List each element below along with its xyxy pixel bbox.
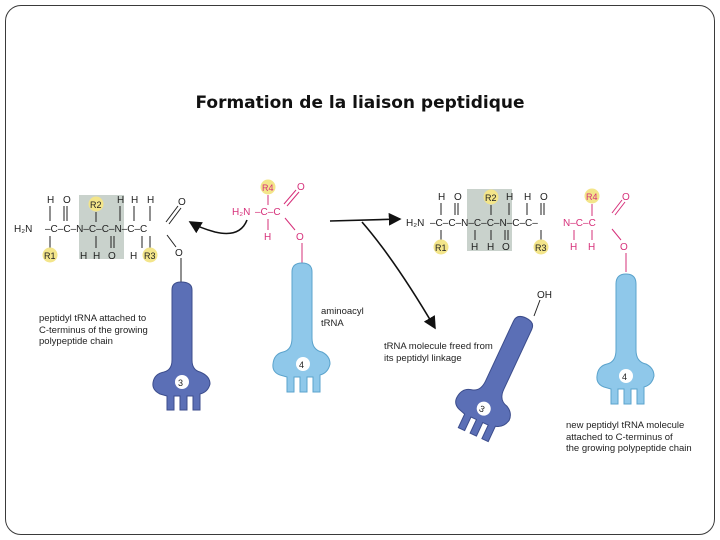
mid-h2n: H₂N: [232, 207, 250, 218]
left-trna: 3: [152, 281, 211, 411]
right-r2-label: R2: [485, 193, 497, 203]
freed-trna-number: 3: [478, 403, 487, 414]
left-h2n: H₂N: [14, 224, 32, 235]
caption-new-peptidyl: new peptidyl tRNA molecule attached to C…: [566, 420, 692, 454]
svg-text:H: H: [130, 251, 137, 262]
mid-r4-label: R4: [262, 183, 274, 193]
svg-text:O: O: [622, 192, 630, 203]
release-arrow: [361, 221, 436, 330]
transfer-arrow: [188, 219, 248, 235]
freed-oh-label: OH: [537, 290, 552, 301]
svg-text:H: H: [487, 242, 494, 253]
svg-text:N–C–C: N–C–C: [563, 218, 596, 229]
right-r1-label: R1: [435, 243, 447, 253]
svg-text:H: H: [47, 195, 54, 206]
svg-text:H: H: [471, 242, 478, 253]
new-peptidyl-trna: 4: [596, 273, 655, 405]
left-r3-label: R3: [144, 251, 156, 261]
svg-text:O: O: [540, 192, 548, 203]
page-title: Formation de la liaison peptidique: [195, 93, 525, 113]
svg-text:H: H: [524, 192, 531, 203]
svg-text:H: H: [264, 232, 271, 243]
slide-frame: [5, 5, 715, 535]
caption-freed: tRNA molecule freed from its peptidyl li…: [384, 341, 493, 364]
svg-text:O: O: [178, 197, 186, 208]
right-r3-label: R3: [535, 243, 547, 253]
reaction-arrow: [329, 212, 402, 226]
svg-text:O: O: [454, 192, 462, 203]
svg-text:H: H: [93, 251, 100, 262]
aminoacyl-trna: 4: [272, 262, 331, 393]
right-h2n: H₂N: [406, 218, 424, 229]
svg-text:H: H: [80, 251, 87, 262]
svg-text:O: O: [108, 251, 116, 262]
svg-text:H: H: [438, 192, 445, 203]
svg-text:H: H: [506, 192, 513, 203]
svg-text:O: O: [63, 195, 71, 206]
svg-text:O: O: [297, 182, 305, 193]
svg-text:–C–C–N–C–C–N–C–C: –C–C–N–C–C–N–C–C: [45, 224, 147, 235]
svg-text:–C–C–N–C–C–N–C–C–: –C–C–N–C–C–N–C–C–: [430, 218, 538, 229]
freed-trna: OH 3: [455, 290, 552, 443]
svg-text:O: O: [175, 248, 183, 259]
left-trna-number: 3: [178, 378, 183, 388]
svg-text:H: H: [570, 242, 577, 253]
right-r4-label: R4: [586, 192, 598, 202]
svg-text:O: O: [296, 232, 304, 243]
caption-peptidyl: peptidyl tRNA attached to C-terminus of …: [39, 313, 148, 347]
right-trna-number: 4: [622, 372, 627, 382]
svg-text:–C–C: –C–C: [255, 207, 281, 218]
svg-text:H: H: [588, 242, 595, 253]
svg-text:H: H: [117, 195, 124, 206]
left-r2-label: R2: [90, 200, 102, 210]
mid-trna-number: 4: [299, 360, 304, 370]
svg-text:H: H: [147, 195, 154, 206]
svg-text:O: O: [502, 242, 510, 253]
svg-text:H: H: [131, 195, 138, 206]
aminoacyl-amino-acid: R4 H₂N –C–C H O O: [232, 179, 305, 265]
left-r1-label: R1: [44, 251, 56, 261]
caption-aminoacyl: aminoacyl tRNA: [321, 306, 364, 329]
svg-text:O: O: [620, 242, 628, 253]
